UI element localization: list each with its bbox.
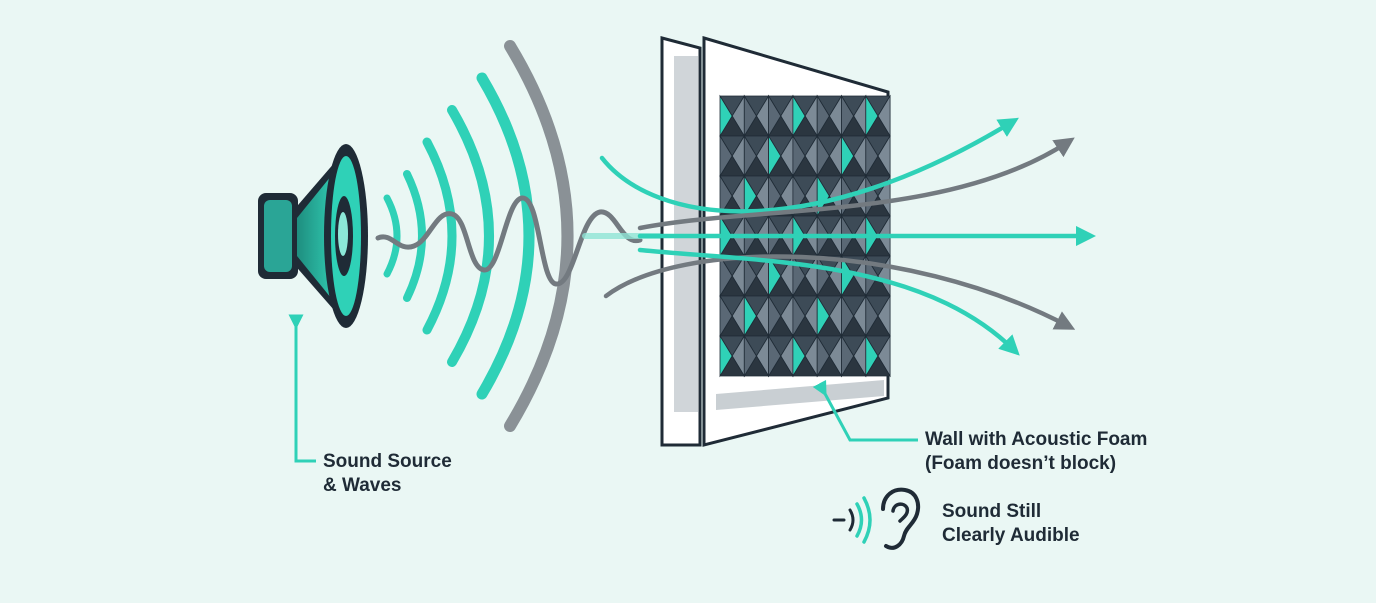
foam-pyramid: [840, 294, 867, 338]
foam-pyramid: [865, 94, 891, 138]
foam-pyramid: [840, 94, 867, 138]
foam-pyramid: [719, 134, 746, 178]
foam-pyramid: [816, 294, 843, 338]
foam-pyramid: [792, 134, 818, 178]
sound-source-label-line1: Sound Source: [323, 451, 452, 472]
foam-pyramid: [743, 134, 770, 178]
foam-pyramid: [792, 94, 818, 138]
wall-foam-label-line1: Wall with Acoustic Foam: [925, 429, 1148, 450]
foam-pyramid: [719, 294, 746, 338]
arrow-gray-lower: [603, 254, 1076, 330]
audible-label-line1: Sound Still: [942, 501, 1042, 522]
foam-pyramid: [767, 294, 794, 338]
wave-arc-4: [447, 105, 494, 367]
foam-pyramid: [792, 294, 818, 338]
foam-pyramid: [743, 334, 770, 378]
foam-pyramid: [719, 94, 746, 138]
foam-pyramid: [816, 134, 843, 178]
audible-label-line2: Clearly Audible: [942, 525, 1080, 546]
wave-arc-1: [383, 194, 401, 278]
arrow-teal-upper: [599, 117, 1019, 214]
wall-foam-label-line2: (Foam doesn’t block): [925, 453, 1117, 474]
foam-pyramid: [792, 334, 818, 378]
wave-arc-6: [504, 40, 574, 432]
foam-pyramid: [840, 134, 867, 178]
speaker-icon: [258, 144, 368, 328]
sound-source-label-line2: & Waves: [323, 475, 402, 496]
wave-arc-2: [403, 170, 426, 302]
callout-wall: [812, 379, 918, 442]
foam-pyramid: [816, 254, 843, 298]
foam-pyramid: [767, 334, 794, 378]
callout-source: [288, 314, 316, 463]
wave-arc-3: [422, 137, 457, 335]
sound-wave-arcs: [383, 40, 574, 432]
sound-pass-through-arrows: [599, 117, 1097, 356]
foam-pyramid: [719, 254, 746, 298]
foam-pyramid: [865, 134, 891, 178]
foam-pyramid: [816, 94, 843, 138]
arrow-teal-lower: [637, 247, 1020, 356]
foam-pyramid: [767, 134, 794, 178]
foam-pyramid: [865, 294, 891, 338]
foam-pyramid: [767, 94, 794, 138]
sound-waves-icon: [832, 496, 872, 544]
foam-pyramid: [865, 334, 891, 378]
foam-pyramid: [816, 334, 843, 378]
wave-arc-5: [476, 72, 535, 400]
ear-icon: [881, 487, 921, 550]
audible-label: Sound Still Clearly Audible: [942, 500, 1080, 548]
wall-foam-label: Wall with Acoustic Foam (Foam doesn’t bl…: [925, 428, 1147, 476]
foam-pyramid: [840, 334, 867, 378]
foam-pyramid: [743, 294, 770, 338]
arrow-gray-upper: [637, 137, 1075, 231]
foam-pyramid: [719, 334, 746, 378]
callout-lines: [288, 314, 918, 463]
foam-pyramid: [743, 94, 770, 138]
sound-signal-wave: [375, 195, 643, 287]
sound-source-label: Sound Source & Waves: [323, 450, 452, 498]
